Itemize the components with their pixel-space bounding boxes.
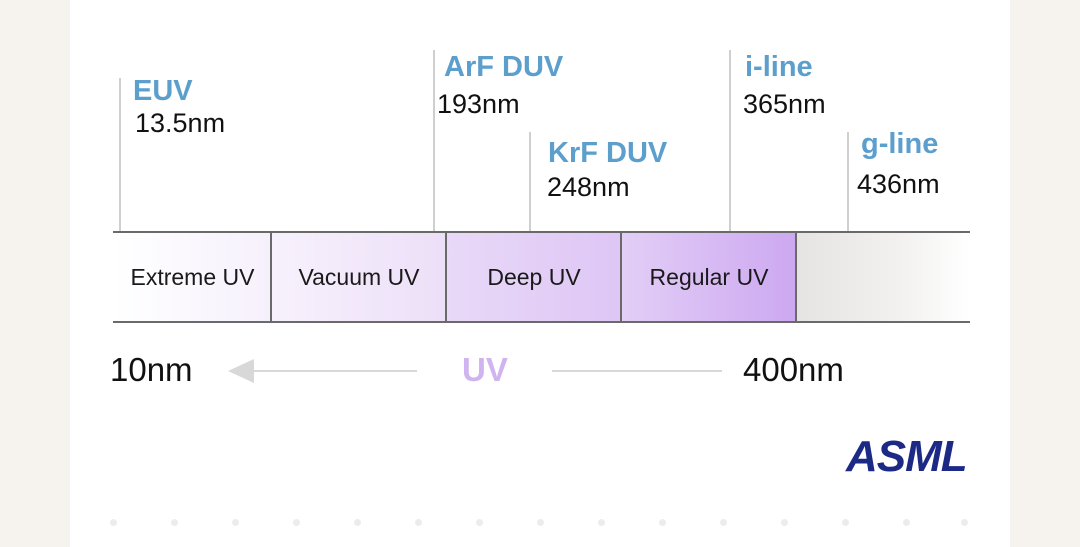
label-iline-name: i-line [745,51,813,83]
marker-euv [119,78,121,231]
band-deep-uv: Deep UV [447,233,621,321]
label-euv-name: EUV [133,75,193,107]
dot [903,519,910,526]
label-krf-name: KrF DUV [548,137,668,169]
dot [415,519,422,526]
marker-iline [729,50,731,231]
axis-line-right [552,370,722,372]
label-arf-name: ArF DUV [444,51,564,83]
axis-left-label: 10nm [110,351,193,388]
asml-logo: ASML [846,432,968,481]
band-divider [795,233,797,321]
band-vacuum-uv: Vacuum UV [272,233,446,321]
band-deep-uv-label: Deep UV [487,263,581,290]
axis-center-label: UV [462,351,508,388]
label-arf-value: 193nm [437,89,520,119]
band-visible-region [797,233,970,321]
dot [354,519,361,526]
marker-gline [847,132,849,231]
dot [171,519,178,526]
label-krf-value: 248nm [547,172,630,202]
dot [781,519,788,526]
axis-line-left [250,370,417,372]
band-regular-uv-label: Regular UV [649,263,769,290]
arrow-left-icon [228,359,254,383]
band-regular-uv: Regular UV [622,233,796,321]
axis-right-label: 400nm [743,351,844,388]
dot [293,519,300,526]
band-vacuum-uv-label: Vacuum UV [298,263,420,290]
dot [476,519,483,526]
label-iline-value: 365nm [743,89,826,119]
marker-krf [529,132,531,231]
band-divider [445,233,447,321]
dot [842,519,849,526]
band-extreme-uv-label: Extreme UV [130,263,255,290]
spectrum-band: Extreme UV Vacuum UV Deep UV Regular UV [113,231,970,323]
band-divider [270,233,272,321]
pagination-dots [110,519,970,527]
dot [232,519,239,526]
dot [659,519,666,526]
band-divider [620,233,622,321]
label-gline-value: 436nm [857,169,940,199]
marker-arf [433,50,435,231]
dot [598,519,605,526]
label-gline-name: g-line [861,128,939,160]
label-euv-value: 13.5nm [135,108,226,138]
dot [720,519,727,526]
band-extreme-uv: Extreme UV [113,233,272,321]
dot [961,519,968,526]
dot [537,519,544,526]
dot [110,519,117,526]
